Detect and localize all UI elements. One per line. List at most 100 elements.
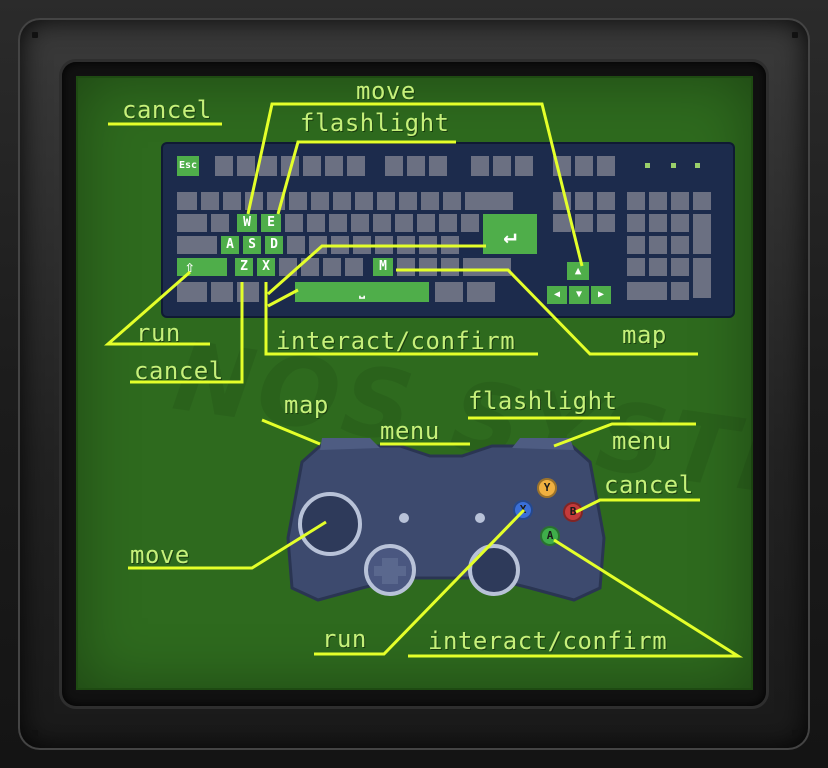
back-button	[399, 513, 409, 523]
screw-top-left	[32, 32, 38, 38]
key-a: A	[221, 236, 239, 254]
numpad-13	[671, 258, 689, 276]
key-x: X	[257, 258, 275, 276]
key-period	[419, 258, 437, 276]
right-stick	[468, 544, 520, 596]
pad-callout-confirm-text: confirm	[562, 627, 668, 655]
numpad-4	[693, 192, 711, 210]
key-0	[399, 192, 417, 210]
key-shift-left: ⇧	[177, 258, 227, 276]
key-z: Z	[235, 258, 253, 276]
key-tilde	[177, 192, 197, 210]
key-s: S	[243, 236, 261, 254]
start-button	[475, 513, 485, 523]
key-f11	[471, 156, 489, 176]
key-semicolon	[419, 236, 437, 254]
key-f8	[385, 156, 403, 176]
key-i	[373, 214, 391, 232]
pad-callout-cancel: cancel	[604, 471, 694, 499]
callout-map: map	[622, 321, 667, 349]
key-n	[345, 258, 363, 276]
key-shift-right	[463, 258, 511, 276]
key-space: ⎵	[295, 282, 429, 302]
bumper-right	[512, 438, 574, 450]
key-6	[311, 192, 329, 210]
key-f10	[429, 156, 447, 176]
key-ctrl-left	[177, 282, 207, 302]
key-7	[333, 192, 351, 210]
screw-top-right	[792, 32, 798, 38]
key-delete	[553, 214, 571, 232]
key-equals	[443, 192, 461, 210]
key-alt-right	[435, 282, 463, 302]
callout-move: move	[356, 77, 416, 105]
numpad-3	[671, 192, 689, 210]
key-capslock	[177, 236, 217, 254]
pad-callout-move: move	[130, 541, 190, 569]
numpad-7	[671, 214, 689, 232]
key-f6	[325, 156, 343, 176]
callout-confirm-text: confirm	[410, 327, 516, 355]
key-f4	[281, 156, 299, 176]
key-4	[267, 192, 285, 210]
key-win	[211, 282, 233, 302]
key-home	[575, 192, 593, 210]
key-b	[323, 258, 341, 276]
numpad-12	[649, 258, 667, 276]
key-r	[285, 214, 303, 232]
numpad-dot	[671, 282, 689, 300]
key-g	[309, 236, 327, 254]
key-m: M	[373, 258, 393, 276]
indicator-led-1	[645, 163, 650, 168]
key-enter: ↵	[483, 214, 537, 254]
key-w: W	[237, 214, 257, 232]
numpad-5	[627, 214, 645, 232]
screw-bottom-left	[32, 730, 38, 736]
button-x: X	[513, 500, 533, 520]
key-f13	[515, 156, 533, 176]
key-alt-left	[237, 282, 259, 302]
key-arrow-up: ▲	[567, 262, 589, 280]
key-1	[201, 192, 219, 210]
key-p	[417, 214, 435, 232]
button-a: A	[540, 526, 560, 546]
numpad-enter	[693, 258, 711, 298]
pad-callout-map: map	[284, 391, 329, 419]
key-tab	[177, 214, 207, 232]
key-e: E	[261, 214, 281, 232]
button-y: Y	[537, 478, 557, 498]
callout-interact-confirm: interact/confirm	[276, 327, 516, 355]
key-2	[223, 192, 241, 210]
callout-run: run	[136, 319, 181, 347]
key-y	[329, 214, 347, 232]
key-v	[301, 258, 319, 276]
callout-cancel-z: cancel	[134, 357, 224, 385]
key-f1	[215, 156, 233, 176]
key-insert	[553, 192, 571, 210]
key-j	[353, 236, 371, 254]
key-u	[351, 214, 369, 232]
key-o	[395, 214, 413, 232]
pad-callout-menu-right: menu	[612, 427, 672, 455]
bumper-left	[320, 438, 380, 450]
callout-interact-text: interact	[276, 327, 396, 355]
key-slash	[441, 258, 459, 276]
indicator-led-3	[695, 163, 700, 168]
key-esc: Esc	[177, 156, 199, 176]
screw-bottom-right	[792, 730, 798, 736]
callout-cancel-esc: cancel	[122, 96, 212, 124]
button-b: B	[563, 502, 583, 522]
key-l	[397, 236, 415, 254]
key-3	[245, 192, 263, 210]
numpad-10	[671, 236, 689, 254]
keyboard-diagram: Esc W E ↵ A S D	[163, 144, 733, 316]
key-f5	[303, 156, 321, 176]
key-arrow-down: ▼	[569, 286, 589, 304]
callout-flashlight: flashlight	[300, 109, 450, 137]
key-f7	[347, 156, 365, 176]
key-d: D	[265, 236, 283, 254]
key-h	[331, 236, 349, 254]
key-q	[211, 214, 229, 232]
numpad-6	[649, 214, 667, 232]
key-bracket-right	[461, 214, 479, 232]
